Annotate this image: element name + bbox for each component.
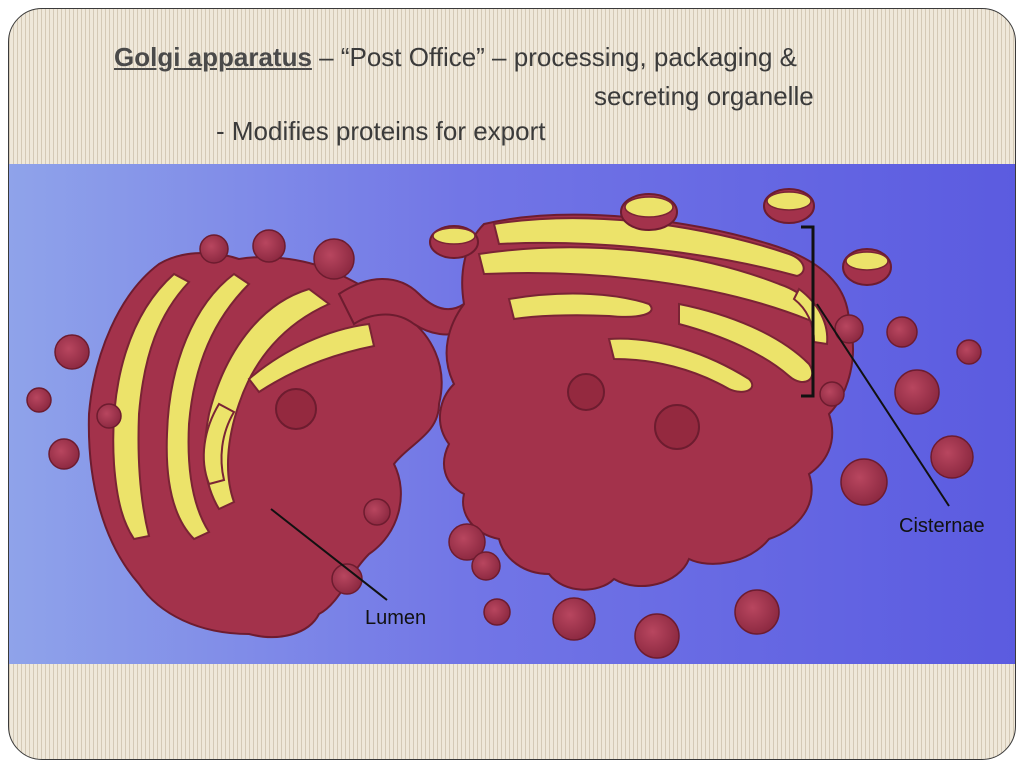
title-continuation: secreting organelle	[594, 81, 814, 111]
golgi-diagram: Lumen Cisternae	[9, 164, 1015, 664]
cisternae-leader-line	[816, 303, 950, 507]
title-description: – “Post Office” – processing, packaging …	[311, 42, 798, 72]
lumen-leader-line	[270, 508, 388, 601]
golgi-term: Golgi apparatus	[114, 42, 312, 72]
secretory-vesicles	[26, 229, 982, 659]
slide-title: Golgi apparatus – “Post Office” – proces…	[114, 42, 797, 73]
cisternae-label: Cisternae	[899, 515, 985, 537]
lumen-channels-right	[477, 217, 829, 393]
subtitle: - Modifies proteins for export	[216, 116, 546, 146]
budding-vesicles-top	[429, 188, 892, 286]
cisternae-bracket	[801, 225, 815, 398]
lumen-label: Lumen	[365, 607, 426, 629]
surface-depressions	[275, 373, 700, 450]
slide: Golgi apparatus – “Post Office” – proces…	[8, 8, 1016, 760]
lumen-channels-left	[112, 272, 376, 541]
